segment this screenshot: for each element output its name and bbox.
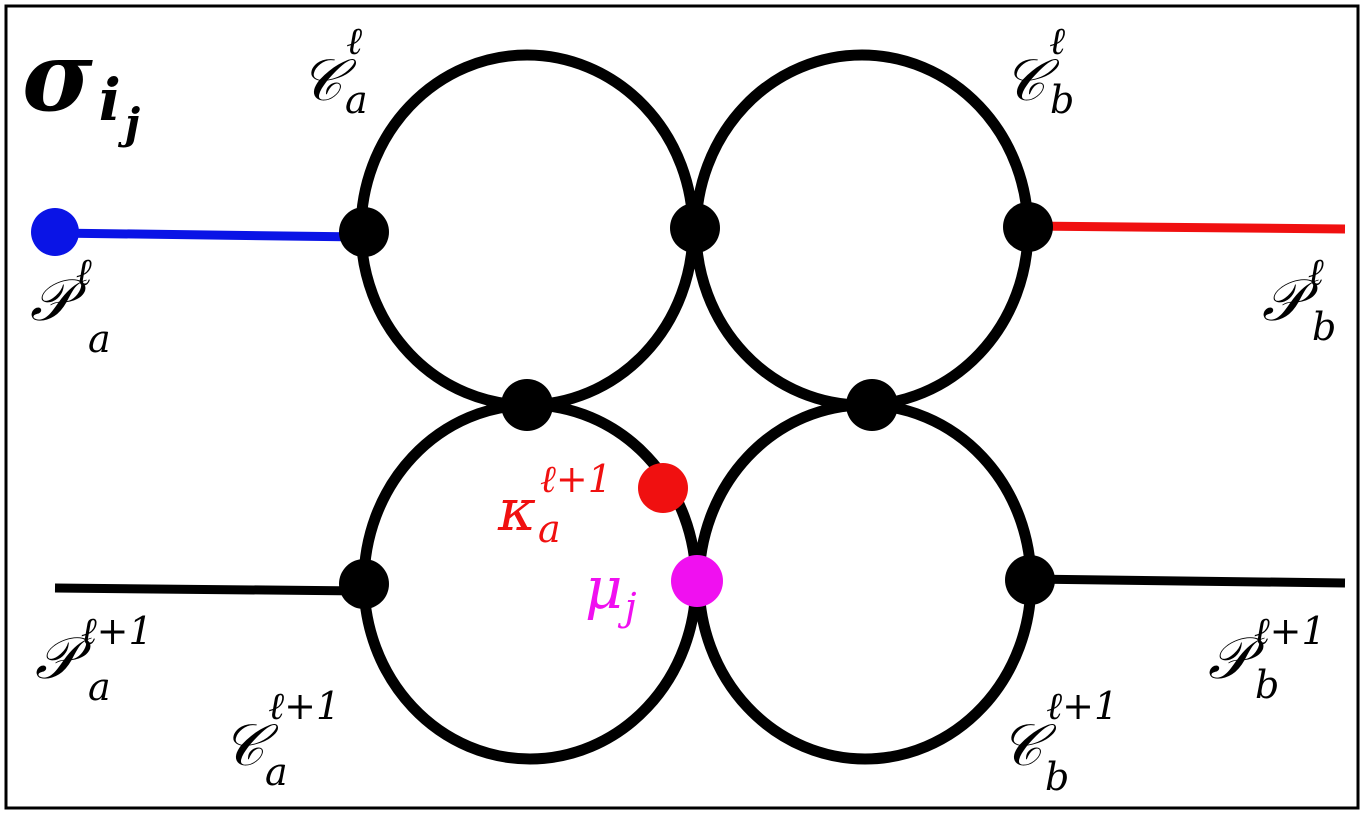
label-mu: μj	[585, 554, 637, 629]
path-P-a-l1	[54, 583, 365, 596]
path-P-b-l	[1027, 221, 1346, 234]
node-mu-magenta	[671, 555, 723, 607]
node-Ca-junction-bottom	[501, 379, 553, 431]
node-Cb-l-right	[1003, 202, 1053, 252]
path-P-a-l	[54, 228, 365, 242]
node-Ca-Cb-top-junction	[670, 203, 720, 253]
node-Cb-l1-right	[1005, 555, 1055, 605]
frame-border	[4, 4, 1360, 810]
node-kappa-red	[638, 463, 688, 513]
node-start-blue	[31, 208, 79, 256]
node-Ca-l-left	[339, 207, 389, 257]
path-P-b-l1	[1027, 574, 1346, 588]
node-Ca-l1-left	[339, 559, 389, 609]
node-Cb-junction-bottom	[846, 379, 898, 431]
